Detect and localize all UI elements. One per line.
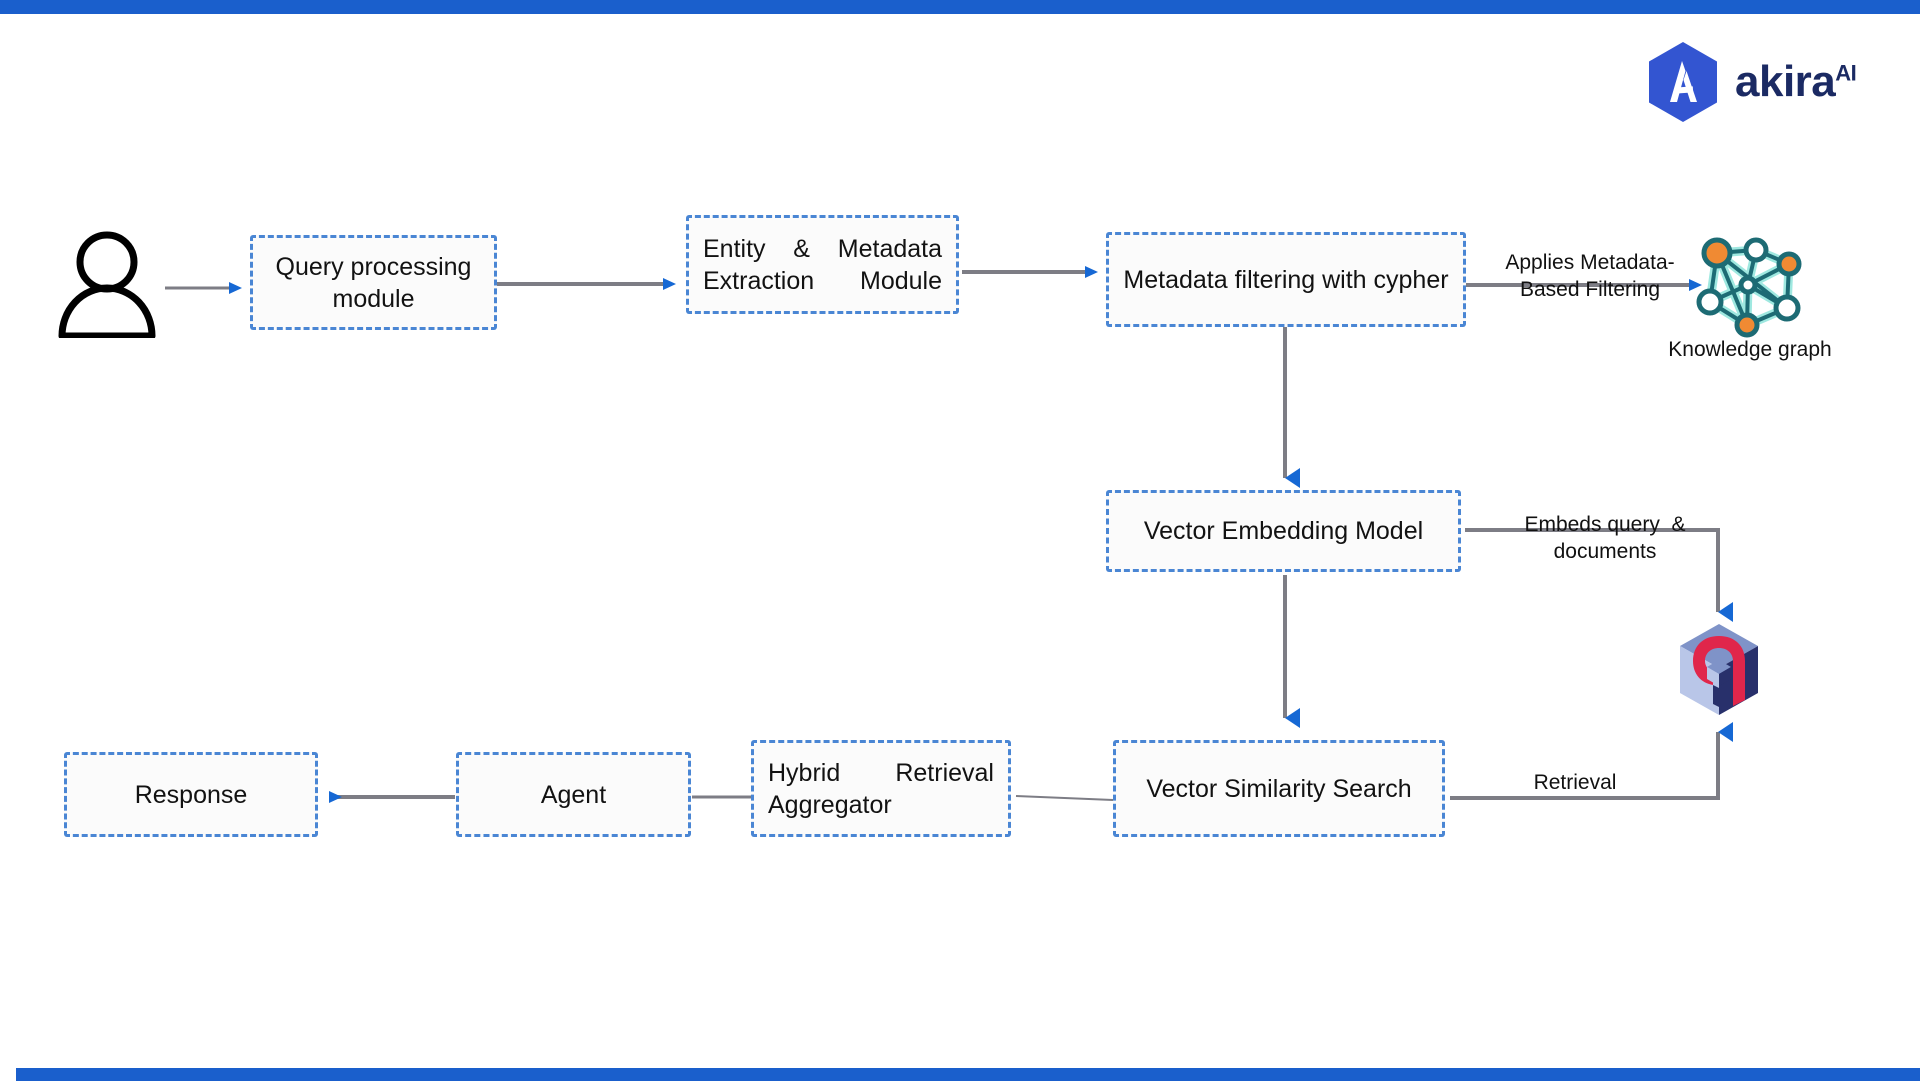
node-entity-metadata-extraction-module[interactable]: Entity & Metadata Extraction Module — [686, 215, 959, 314]
node-label: Agent — [540, 780, 607, 809]
node-query-processing-module[interactable]: Query processing module — [250, 235, 497, 330]
node-response[interactable]: Response — [64, 752, 318, 837]
brand-superscript: AI — [1835, 60, 1857, 86]
node-agent[interactable]: Agent — [456, 752, 691, 837]
node-label: Response — [134, 780, 248, 809]
node-hybrid-retrieval-aggregator[interactable]: Hybrid Retrieval Aggregator — [751, 740, 1011, 837]
wire-similarity-search-to-aggregator — [1015, 795, 1114, 801]
node-label: Query processing module — [275, 252, 472, 313]
user-actor — [48, 226, 166, 340]
edge-label-retrieval: Retrieval — [1533, 771, 1617, 794]
node-vector-embedding-model[interactable]: Vector Embedding Model — [1106, 490, 1461, 572]
knowledge-graph-caption: Knowledge graph — [1668, 338, 1832, 361]
node-label: Entity & Metadata Extraction Module — [703, 234, 942, 295]
knowledge-graph-icon — [1696, 237, 1802, 338]
qdrant-vector-db-icon — [1680, 624, 1758, 715]
user-person-icon — [58, 231, 156, 340]
top-accent-bar — [0, 0, 1920, 14]
node-label: Vector Embedding Model — [1143, 517, 1424, 545]
node-label: Vector Similarity Search — [1146, 774, 1412, 803]
node-label: Hybrid Retrieval Aggregator — [768, 758, 994, 819]
edge-label-applies-metadata-based-filtering: Applies Metadata- Based Filtering — [1505, 251, 1675, 301]
edge-label-embeds-query-and-documents: Embeds query & documents — [1524, 513, 1686, 563]
node-vector-similarity-search[interactable]: Vector Similarity Search — [1113, 740, 1445, 837]
vector-database-node[interactable] — [1676, 622, 1762, 718]
node-label: Metadata filtering with cypher — [1123, 265, 1449, 294]
akira-hexagon-a-logo-icon — [1649, 42, 1717, 122]
brand-name: akira — [1735, 57, 1836, 106]
node-metadata-filtering-with-cypher[interactable]: Metadata filtering with cypher — [1106, 232, 1466, 327]
brand-wordmark: akiraAI — [1735, 57, 1857, 106]
bottom-accent-bar — [16, 1068, 1920, 1081]
brand-logo: akiraAI — [1645, 40, 1857, 124]
knowledge-graph-node[interactable] — [1690, 228, 1808, 338]
